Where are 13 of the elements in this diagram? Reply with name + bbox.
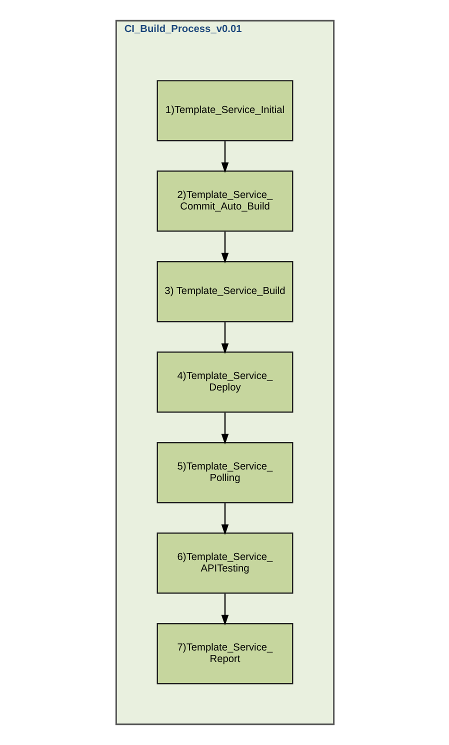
arrow: [220, 232, 228, 264]
node-box: 2)Template_Service_ Commit_Auto_Build: [156, 170, 293, 232]
node-box: 7)Template_Service_ Report: [156, 623, 293, 684]
node-box: 5)Template_Service_ Polling: [156, 442, 293, 504]
node-box: 6)Template_Service_ APITesting: [156, 532, 293, 594]
arrow: [220, 503, 228, 535]
arrow: [220, 594, 228, 626]
arrow: [220, 141, 228, 173]
node-box: 3) Template_Service_Build: [156, 261, 293, 322]
arrow: [220, 412, 228, 444]
node-box: 1)Template_Service_Initial: [156, 80, 293, 142]
node-box: 4)Template_Service_ Deploy: [156, 352, 293, 413]
arrow: [220, 322, 228, 354]
